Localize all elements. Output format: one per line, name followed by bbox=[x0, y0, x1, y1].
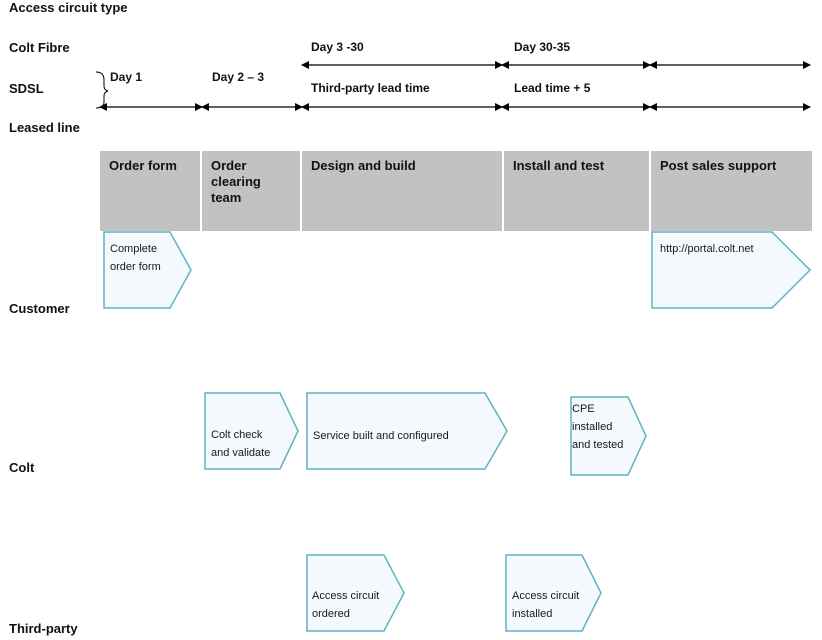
day1-label: Day 1 bbox=[110, 70, 143, 84]
step-service-built: Service built and configured bbox=[313, 427, 449, 445]
step-cpe-line3: and tested bbox=[572, 439, 624, 451]
chevron-service-built bbox=[306, 392, 508, 470]
step-access-ordered: Access circuit ordered bbox=[312, 587, 379, 623]
phase-order-clearing: Order clearing team bbox=[202, 151, 300, 231]
step-colt-check: Colt check and validate bbox=[211, 426, 270, 462]
step-portal-link: http://portal.colt.net bbox=[660, 243, 754, 255]
step-access-installed-line2: installed bbox=[512, 608, 553, 620]
phase-order-clearing-line2: clearing bbox=[211, 174, 261, 189]
step-portal: http://portal.colt.net bbox=[660, 240, 754, 258]
step-colt-check-line2: and validate bbox=[211, 447, 271, 459]
colt-fibre-label: Colt Fibre bbox=[9, 40, 70, 55]
chevron-portal bbox=[651, 231, 812, 309]
step-cpe-line2: installed bbox=[572, 421, 613, 433]
phase-order-clearing-line3: team bbox=[211, 190, 242, 205]
chevron-colt-check bbox=[204, 392, 299, 470]
step-complete-order: Complete order form bbox=[110, 240, 161, 276]
phase-design-build: Design and build bbox=[302, 151, 502, 231]
chevron-complete-order bbox=[103, 231, 192, 309]
day2-3-label: Day 2 – 3 bbox=[212, 70, 265, 84]
brace-icon bbox=[95, 71, 109, 109]
step-cpe: CPE installed and tested bbox=[572, 400, 623, 454]
chevron-access-ordered bbox=[306, 554, 405, 632]
leased-line-label: Leased line bbox=[9, 120, 80, 135]
phase-post-sales-label: Post sales support bbox=[660, 158, 777, 173]
step-access-ordered-line1: Access circuit bbox=[312, 590, 380, 602]
phase-order-form: Order form bbox=[100, 151, 200, 231]
phase-design-build-label: Design and build bbox=[311, 158, 416, 173]
lane-third-party-label: Third-party bbox=[9, 621, 78, 636]
day3-30-label: Day 3 -30 bbox=[311, 40, 364, 54]
lead-plus5-label: Lead time + 5 bbox=[514, 81, 591, 95]
phase-post-sales: Post sales support bbox=[651, 151, 812, 231]
lane-customer-label: Customer bbox=[9, 301, 70, 316]
phase-order-clearing-line1: Order bbox=[211, 158, 247, 173]
chevron-cpe bbox=[570, 396, 647, 476]
step-complete-order-line2: order form bbox=[110, 261, 161, 273]
step-service-built-line: Service built and configured bbox=[313, 430, 449, 442]
lane-colt-label: Colt bbox=[9, 460, 35, 475]
sdsl-label: SDSL bbox=[9, 81, 44, 96]
step-complete-order-line1: Complete bbox=[110, 243, 158, 255]
step-cpe-line1: CPE bbox=[572, 403, 595, 415]
phase-install-test-label: Install and test bbox=[513, 158, 605, 173]
phase-install-test: Install and test bbox=[504, 151, 649, 231]
step-access-installed: Access circuit installed bbox=[512, 587, 579, 623]
third-party-lead-label: Third-party lead time bbox=[311, 81, 430, 95]
chevron-access-installed bbox=[505, 554, 602, 632]
step-access-ordered-line2: ordered bbox=[312, 608, 350, 620]
access-circuit-type-heading: Access circuit type bbox=[9, 0, 128, 15]
day30-35-label: Day 30-35 bbox=[514, 40, 571, 54]
step-access-installed-line1: Access circuit bbox=[512, 590, 580, 602]
step-colt-check-line1: Colt check bbox=[211, 429, 263, 441]
phase-order-form-label: Order form bbox=[109, 158, 177, 173]
